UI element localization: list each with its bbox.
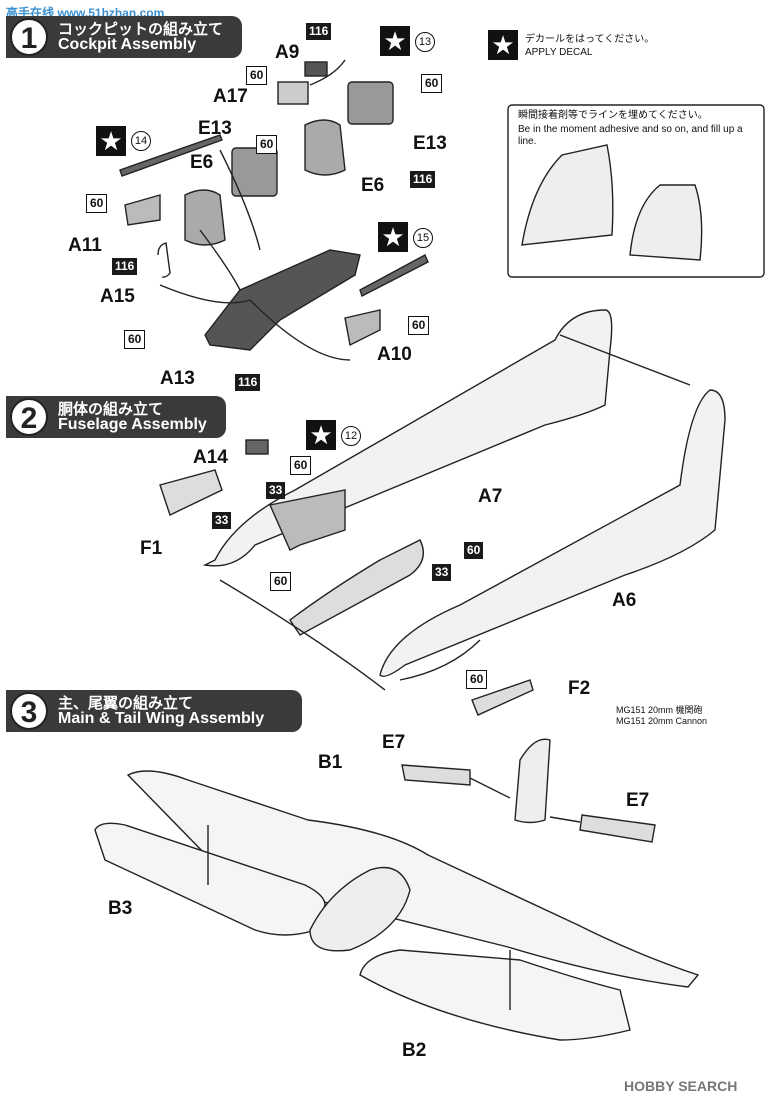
part-label-a11: A11 — [68, 235, 102, 256]
part-label-e13-right: E13 — [413, 133, 447, 154]
paint-code-33: 33 — [266, 482, 286, 499]
decal-number-12: 12 — [341, 426, 361, 446]
part-a14 — [245, 439, 269, 455]
inset-tail-right — [629, 184, 703, 261]
paint-code-33: 33 — [432, 564, 452, 581]
paint-code-60: 60 — [256, 135, 278, 154]
step-2-number: 2 — [10, 398, 48, 436]
guide-lines-4 — [207, 777, 581, 1010]
part-f1 — [159, 469, 223, 516]
part-label-a13: A13 — [160, 368, 195, 389]
guide-lines-3 — [219, 334, 691, 691]
part-a11 — [124, 194, 161, 226]
paint-code-60: 60 — [124, 330, 146, 349]
seat-e6-front — [304, 119, 346, 176]
panel-e13-left — [231, 147, 278, 197]
step-2-header: 2 胴体の組み立て Fuselage Assembly — [6, 396, 226, 438]
decal-star-icon: ★ — [96, 126, 126, 156]
paint-code-60: 60 — [466, 670, 488, 689]
footer-logo: HOBBY SEARCH — [624, 1078, 738, 1094]
decal-strip-14 — [119, 134, 223, 177]
part-label-a9: A9 — [275, 42, 300, 63]
part-label-f2: F2 — [568, 678, 591, 699]
step-3-title-jp: 主、尾翼の組み立て — [58, 695, 194, 712]
paint-code-60: 60 — [270, 572, 292, 591]
paint-code-60: 60 — [421, 74, 443, 93]
part-label-b2: B2 — [402, 1040, 427, 1061]
part-label-e13-left: E13 — [198, 118, 232, 139]
nose-assembly — [309, 866, 411, 952]
part-a9 — [304, 61, 328, 77]
paint-code-60: 60 — [246, 66, 268, 85]
part-a17 — [277, 81, 309, 105]
guide-lines-2 — [199, 59, 346, 291]
paint-code-60: 60 — [86, 194, 108, 213]
part-label-e7-left: E7 — [382, 732, 406, 753]
paint-code-116: 116 — [235, 374, 261, 391]
adhesive-notice-jp: 瞬間接着剤等でラインを埋めてください。 — [518, 110, 708, 121]
decal-strip-15 — [359, 254, 429, 297]
paint-code-116: 116 — [410, 171, 436, 188]
step-1-title-jp: コックピットの組み立て — [58, 21, 224, 38]
paint-code-116: 116 — [112, 258, 138, 275]
part-label-f1: F1 — [140, 538, 163, 559]
decal-number-15: 15 — [413, 228, 433, 248]
paint-code-60-solid: 60 — [464, 542, 484, 559]
fuselage-half-a6 — [379, 389, 726, 677]
paint-code-116: 116 — [306, 23, 332, 40]
part-label-b1: B1 — [318, 752, 343, 773]
tailplane-e7-left — [401, 764, 471, 786]
part-f2 — [471, 679, 534, 716]
lower-wing-b2 — [359, 949, 631, 1041]
cannon-note-en: MG151 20mm Cannon — [616, 716, 708, 726]
part-label-a17: A17 — [213, 86, 248, 107]
part-label-a7: A7 — [478, 486, 503, 507]
part-label-a15: A15 — [100, 286, 135, 307]
cockpit-floor-a13 — [204, 249, 361, 351]
part-label-e6-left: E6 — [190, 152, 214, 173]
part-label-b3: B3 — [108, 898, 133, 919]
part-label-e6-right: E6 — [361, 175, 385, 196]
decal-star-icon: ★ — [378, 222, 408, 252]
part-label-a14: A14 — [193, 447, 228, 468]
paint-code-60: 60 — [408, 316, 430, 335]
step-1-number: 1 — [10, 18, 48, 56]
cockpit-tub-assembly — [289, 539, 424, 636]
decal-star-icon: ★ — [488, 30, 518, 60]
step-2-title-en: Fuselage Assembly — [58, 416, 207, 433]
part-label-e7-right: E7 — [626, 790, 650, 811]
cannon-note-jp: MG151 20mm 機関砲 — [616, 705, 703, 715]
paint-code-60: 60 — [290, 456, 312, 475]
seat-e6-rear — [184, 189, 226, 246]
lower-wing-b3 — [94, 822, 326, 936]
vertical-tail — [514, 738, 551, 824]
tailplane-e7-right — [579, 814, 656, 843]
fuselage-cockpit-shade — [269, 489, 346, 551]
part-label-a6: A6 — [612, 590, 637, 611]
part-a10 — [344, 309, 381, 347]
step-2-title-jp: 胴体の組み立て — [58, 401, 164, 418]
decal-number-13: 13 — [415, 32, 435, 52]
step-1-header: 1 コックピットの組み立て Cockpit Assembly — [6, 16, 242, 58]
step-1-title-en: Cockpit Assembly — [58, 36, 197, 53]
step-3-title-en: Main & Tail Wing Assembly — [58, 710, 265, 727]
inset-tail-left — [521, 144, 614, 246]
decal-star-icon: ★ — [380, 26, 410, 56]
decal-notice-jp: デカールをはってください。 — [525, 34, 655, 45]
step-3-header: 3 主、尾翼の組み立て Main & Tail Wing Assembly — [6, 690, 302, 732]
step-3-number: 3 — [10, 692, 48, 730]
part-a15 — [157, 242, 171, 278]
adhesive-notice-en: Be in the moment adhesive and so on, and… — [518, 124, 743, 147]
decal-notice-en: APPLY DECAL — [525, 47, 593, 58]
decal-star-icon: ★ — [306, 420, 336, 450]
guide-lines-1 — [159, 284, 351, 361]
part-label-a10: A10 — [377, 344, 412, 365]
decal-number-14: 14 — [131, 131, 151, 151]
panel-e13-right — [347, 81, 394, 125]
paint-code-33: 33 — [212, 512, 232, 529]
